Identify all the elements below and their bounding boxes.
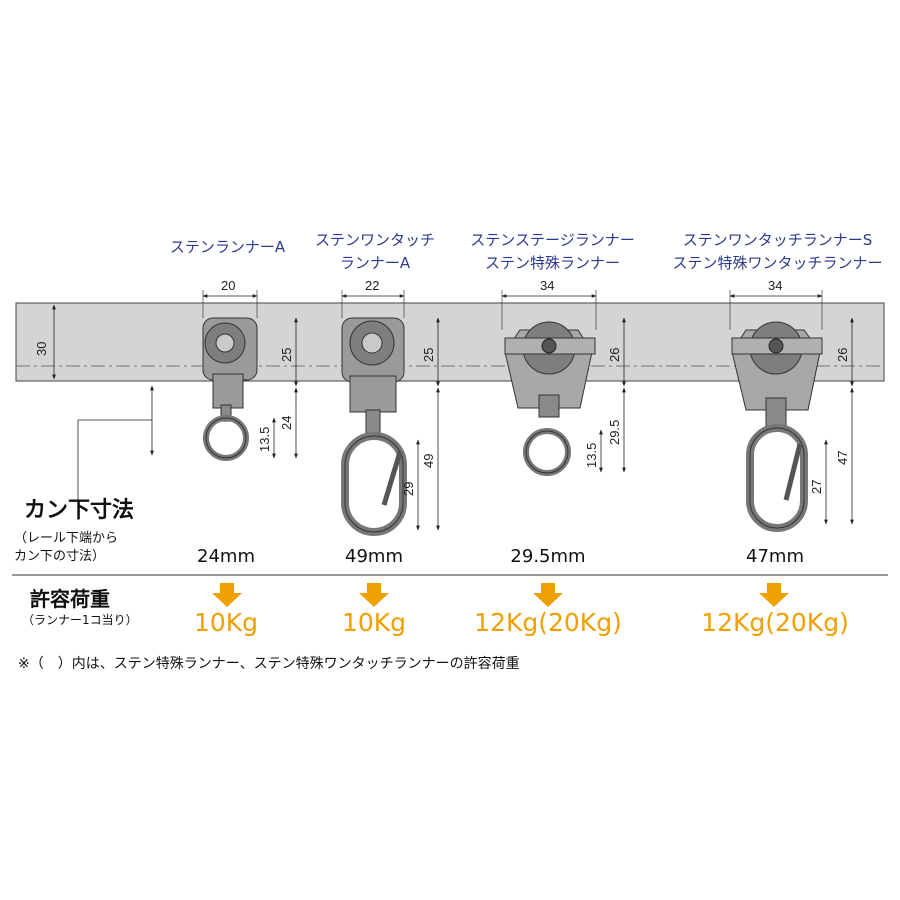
runner-3-figure: [504, 321, 596, 476]
runner-title-4: ステンワンタッチランナーS ステン特殊ワンタッチランナー: [672, 231, 883, 272]
runner-title-2: ステンワンタッチ ランナーA: [314, 231, 435, 272]
runner-2-hang-mm: 49mm: [345, 546, 403, 567]
runner-1-load: 10Kg: [193, 608, 259, 637]
runner-1-figure: [202, 317, 258, 461]
runner-1-ring-dim: 13.5: [257, 427, 272, 452]
runner-4-figure: [731, 321, 823, 532]
runner-2-load: 10Kg: [341, 608, 407, 637]
hang-dimension-sub2: カン下の寸法）: [14, 549, 106, 564]
runner-title-3: ステンステージランナー ステン特殊ランナー: [470, 231, 635, 272]
runner-1-lower-dim: 24: [279, 416, 294, 430]
runner-3-lower-dim: 29.5: [607, 420, 622, 445]
arrow-down-icon: [759, 583, 789, 607]
runner-2-lower-dim: 49: [421, 454, 436, 468]
runner-4-width-dim: 34: [768, 278, 782, 293]
runner-2-upper-dim: 25: [421, 348, 436, 362]
load-title: 許容荷重: [30, 587, 110, 611]
runner-4-lower-dim: 47: [835, 451, 850, 465]
load-sub: （ランナー1コ当り）: [22, 613, 138, 627]
runner-2-width-dim: 22: [365, 278, 379, 293]
runner-3-width-dim: 34: [540, 278, 554, 293]
runner-2-figure: [341, 317, 407, 536]
runner-4-load: 12Kg(20Kg): [701, 608, 849, 637]
runner-2-ring-dim: 29: [401, 482, 416, 496]
runner-1-upper-dim: 25: [279, 348, 294, 362]
runner-title-1: ステンランナーA: [169, 238, 286, 256]
runner-4-hang-mm: 47mm: [746, 546, 804, 567]
runner-4-upper-dim: 26: [835, 348, 850, 362]
arrow-down-icon: [359, 583, 389, 607]
hang-dimension-sub1: （レール下端から: [14, 531, 119, 546]
runner-4-ring-dim: 27: [809, 480, 824, 494]
rail-height-dim: 30: [34, 342, 49, 356]
runner-3-ring-dim: 13.5: [584, 443, 599, 468]
runner-3-load: 12Kg(20Kg): [474, 608, 622, 637]
arrow-down-icon: [533, 583, 563, 607]
arrow-down-icon: [212, 583, 242, 607]
runner-1-width-dim: 20: [221, 278, 235, 293]
runner-1-hang-mm: 24mm: [197, 546, 255, 567]
hang-dimension-title: カン下寸法: [24, 498, 135, 523]
footnote: ※（ ）内は、ステン特殊ランナー、ステン特殊ワンタッチランナーの許容荷重: [18, 656, 520, 672]
runner-3-hang-mm: 29.5mm: [510, 546, 586, 567]
runner-3-upper-dim: 26: [607, 348, 622, 362]
